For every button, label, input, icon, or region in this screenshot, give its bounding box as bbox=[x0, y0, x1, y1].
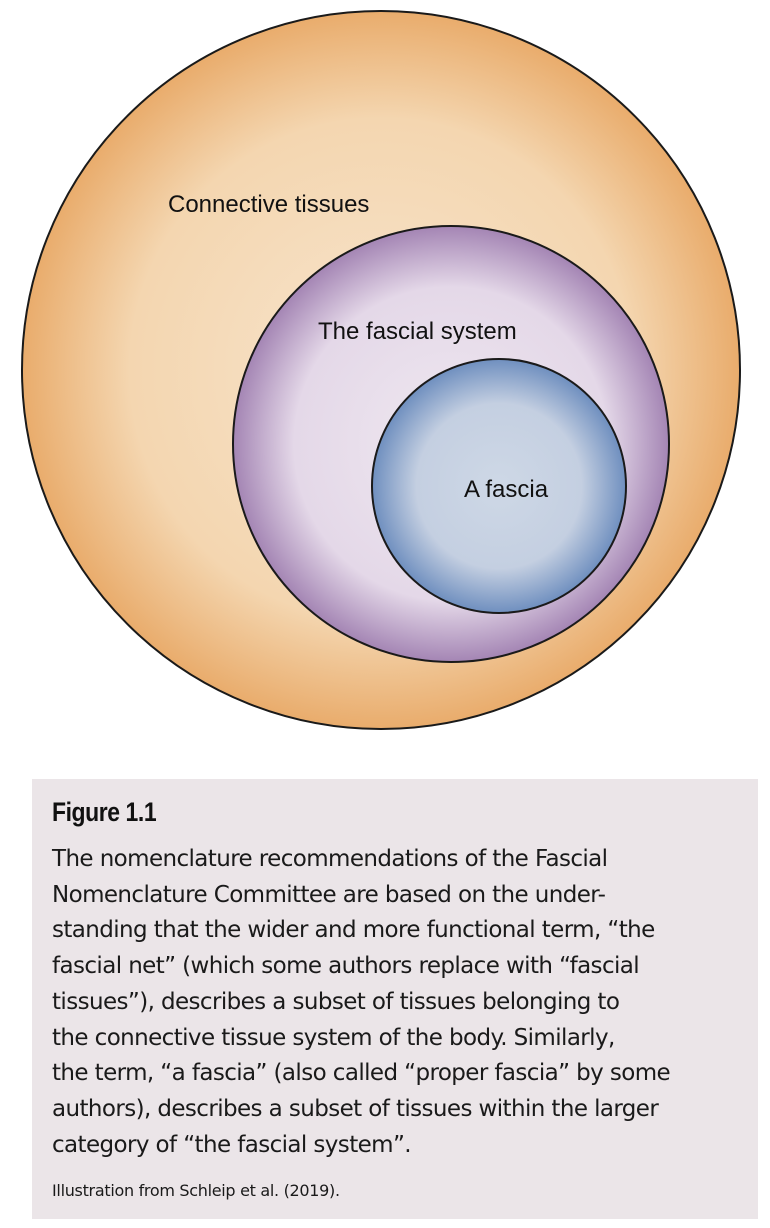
caption-line: authors), describes a subset of tissues … bbox=[52, 1095, 659, 1122]
caption-line: category of “the fascial system”. bbox=[52, 1131, 412, 1158]
caption-line: Nomenclature Committee are based on the … bbox=[52, 881, 606, 908]
figure-credit: Illustration from Schleip et al. (2019). bbox=[52, 1181, 340, 1201]
figure-title: Figure 1.1 bbox=[52, 797, 157, 827]
caption-line: tissues”), describes a subset of tissues… bbox=[52, 988, 620, 1015]
caption-line: standing that the wider and more functio… bbox=[52, 917, 655, 944]
caption-line: the term, “a fascia” (also called “prope… bbox=[52, 1060, 671, 1087]
connective-tissues-label: Connective tissues bbox=[168, 191, 369, 218]
caption-line: The nomenclature recommendations of the … bbox=[52, 846, 608, 872]
fascial-system-label: The fascial system bbox=[318, 318, 517, 345]
a-fascia-label: A fascia bbox=[464, 476, 549, 503]
nested-circles-diagram: Connective tissues The fascial system A … bbox=[21, 10, 741, 730]
caption-line: fascial net” (which some authors replace… bbox=[52, 953, 640, 980]
caption-line: the connective tissue system of the body… bbox=[52, 1024, 615, 1051]
figure-caption-box: Figure 1.1 The nomenclature recommendati… bbox=[32, 779, 758, 1219]
figure-description: The nomenclature recommendations of the … bbox=[52, 842, 738, 1163]
a-fascia-circle bbox=[371, 358, 627, 614]
